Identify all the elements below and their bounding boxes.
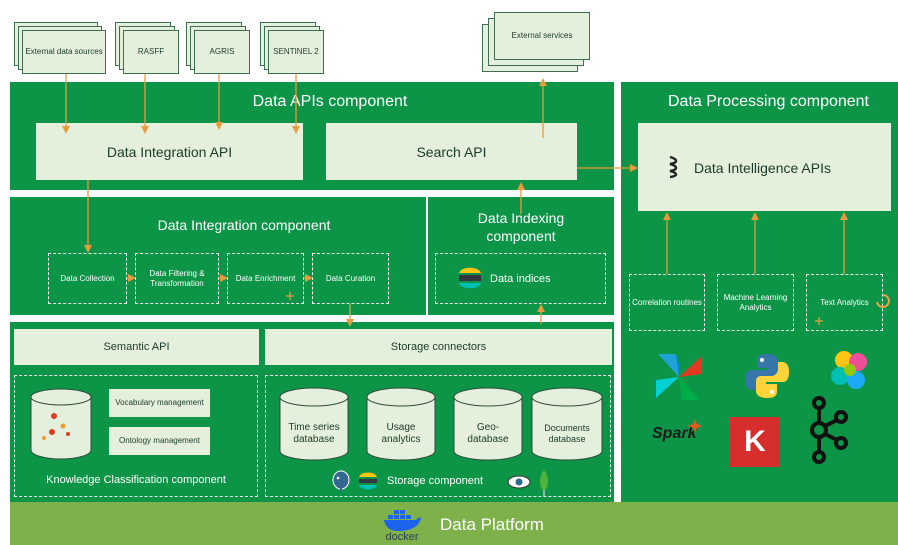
docker-label: docker [385, 531, 419, 543]
source-label: SENTINEL 2 [268, 30, 324, 74]
data-indexing-component [428, 197, 614, 315]
search-api[interactable]: Search API [326, 123, 577, 180]
knowledge-database-icon [30, 388, 92, 460]
knowledge-classification-title: Knowledge Classification component [46, 474, 226, 486]
elastic-small-icon [359, 472, 377, 490]
data-integration-api[interactable]: Data Integration API [36, 123, 303, 180]
data-integration-title: Data Integration component [157, 217, 331, 233]
scala-icon [669, 155, 678, 179]
data-platform-bar [10, 502, 898, 545]
source-label: AGRIS [194, 30, 250, 74]
routine-text-analytics: Text Analytics [806, 274, 883, 331]
routine-label: Text Analytics [820, 297, 869, 307]
docker-icon: docker [378, 506, 426, 545]
db-usage-analytics-label: Usage analytics [381, 422, 421, 445]
data-platform-title: Data Platform [440, 515, 544, 534]
external-services: External services [482, 10, 592, 74]
mongodb-icon [539, 470, 549, 496]
routine-correlation: Correlation routines [629, 274, 705, 331]
db-geo-label: Geo-database [467, 422, 509, 445]
step-data-collection: Data Collection [48, 253, 127, 304]
elasticsearch-icon [831, 351, 867, 389]
apache-kafka-icon [810, 396, 848, 464]
db-time-series-label: Time series database [288, 422, 340, 445]
storage-component-title: Storage component [387, 475, 484, 487]
source-agris: AGRIS [186, 22, 250, 74]
semantic-api[interactable]: Semantic API [14, 329, 259, 365]
kafka-streams-label: K [744, 425, 766, 458]
data-indexing-title-line1: Data Indexing [477, 210, 565, 226]
ontology-management: Ontology management [109, 427, 210, 455]
storage-component [265, 375, 611, 497]
kafka-streams-icon: K [730, 417, 780, 467]
routine-machine-learning: Machine Learning Analytics [717, 274, 794, 331]
data-indices-box: Data indices [435, 253, 606, 304]
text-analytics-spin-icon [876, 294, 890, 308]
vocabulary-management: Vocabulary management [109, 389, 210, 417]
knowledge-classification-component [14, 375, 258, 497]
source-label: RASFF [123, 30, 179, 74]
storage-connectors[interactable]: Storage connectors [265, 329, 612, 365]
data-intelligence-apis[interactable]: Data Intelligence APIs [638, 123, 891, 211]
db-time-series [279, 387, 349, 461]
source-sentinel: SENTINEL 2 [260, 22, 324, 74]
data-intelligence-label: Data Intelligence APIs [694, 160, 831, 176]
eye-db-icon [507, 475, 531, 489]
data-apis-title: Data APIs component [252, 93, 408, 110]
source-rasff: RASFF [115, 22, 179, 74]
source-label: External data sources [22, 30, 106, 74]
db-documents-label: Documents database [544, 423, 590, 444]
source-external-data: External data sources [14, 22, 106, 74]
elastic-icon [459, 267, 481, 289]
db-usage-analytics [366, 387, 436, 461]
data-indices-label: Data indices [490, 273, 551, 285]
postgres-icon [332, 470, 350, 492]
spark-icon: Spark [652, 419, 704, 445]
db-geo [453, 387, 523, 461]
external-services-label: External services [494, 12, 590, 60]
data-processing-title: Data Processing component [668, 93, 869, 110]
sparkle-icons [286, 292, 823, 325]
db-documents [531, 387, 603, 461]
spark-label: Spark [652, 425, 697, 442]
python-icon [745, 354, 789, 398]
apache-airflow-icon [656, 354, 702, 400]
data-indexing-title-line2: component [486, 228, 556, 244]
